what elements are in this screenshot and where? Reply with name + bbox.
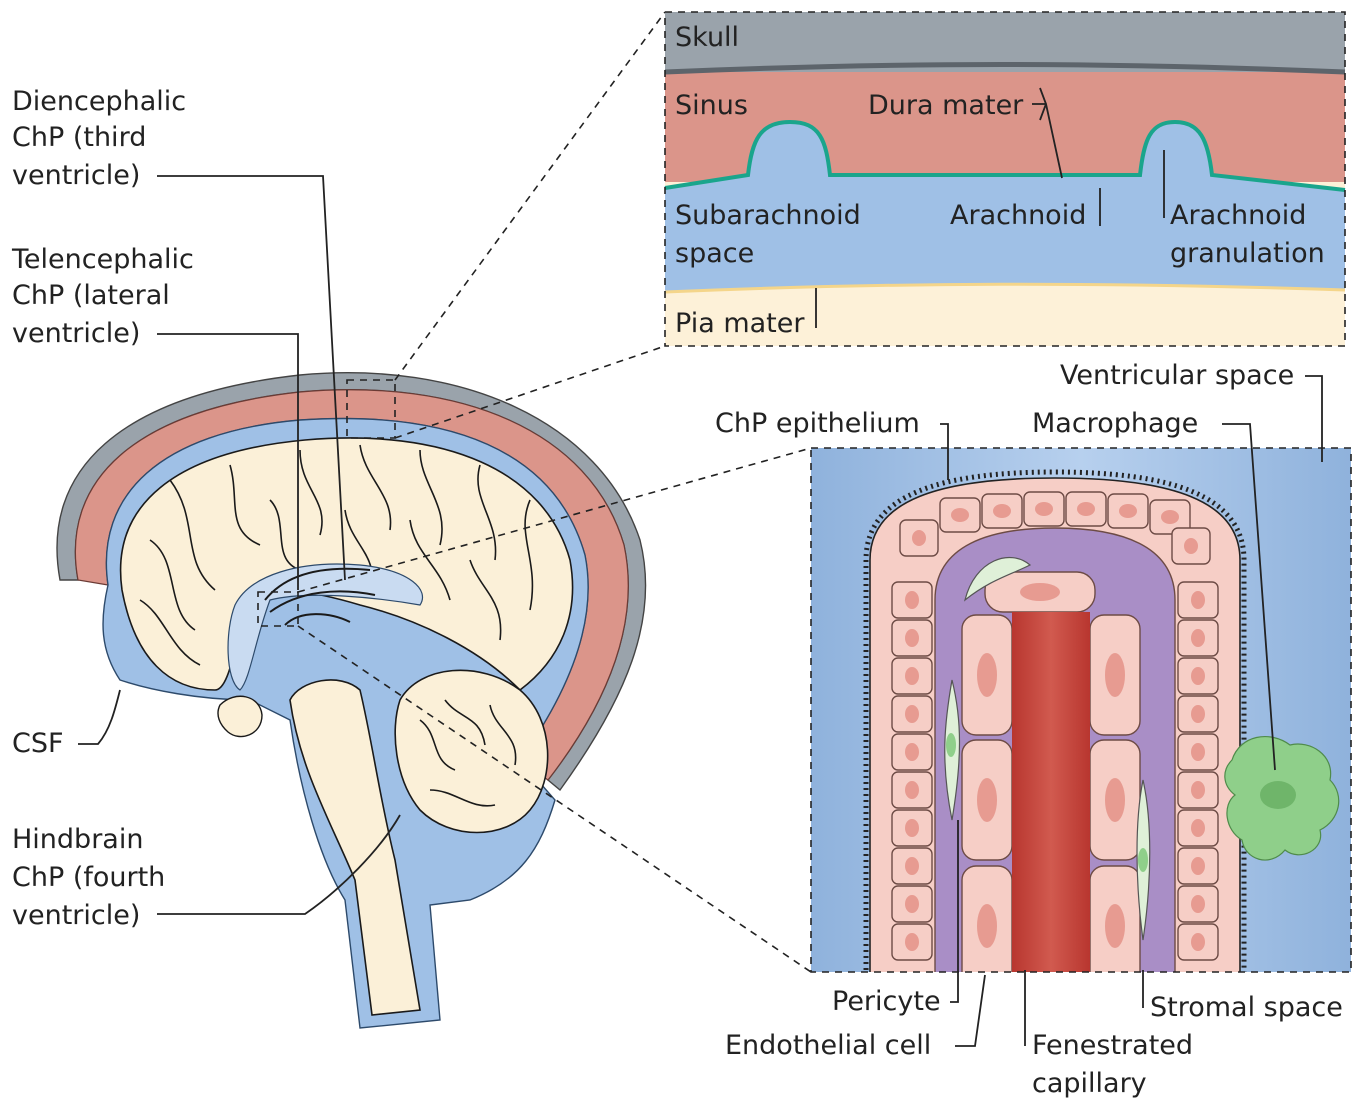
label-hindbrain-2: ChP (fourth: [12, 862, 165, 893]
label-endothelial-cell: Endothelial cell: [725, 1030, 931, 1061]
label-subarachnoid-1: Subarachnoid: [675, 200, 861, 231]
cerebellum: [395, 670, 547, 832]
label-telencephalic-3: ventricle): [12, 318, 140, 349]
label-diencephalic-2: ChP (third: [12, 122, 146, 153]
label-hindbrain-1: Hindbrain: [12, 824, 143, 855]
label-arachnoid-granulation-2: granulation: [1170, 238, 1325, 269]
label-sinus: Sinus: [675, 90, 748, 121]
chp-inset: Ventricular space ChP epithelium Macroph…: [715, 360, 1351, 1099]
label-pericyte: Pericyte: [832, 986, 941, 1017]
meninges-inset: Skull Sinus Dura mater Subarachnoid spac…: [665, 12, 1345, 346]
label-ventricular-space: Ventricular space: [1060, 360, 1294, 391]
label-csf: CSF: [12, 728, 64, 759]
pituitary: [218, 696, 262, 736]
label-telencephalic-2: ChP (lateral: [12, 280, 170, 311]
label-arachnoid: Arachnoid: [950, 200, 1086, 231]
label-pia-mater: Pia mater: [675, 308, 805, 339]
label-fenestrated-capillary-1: Fenestrated: [1032, 1030, 1193, 1061]
label-stromal-space: Stromal space: [1150, 992, 1343, 1023]
capillary-lumen: [1012, 612, 1090, 992]
label-arachnoid-granulation-1: Arachnoid: [1170, 200, 1306, 231]
label-dura-mater: Dura mater: [868, 90, 1024, 121]
label-macrophage: Macrophage: [1032, 408, 1198, 439]
label-diencephalic-3: ventricle): [12, 160, 140, 191]
label-skull: Skull: [675, 22, 739, 53]
label-telencephalic-1: Telencephalic: [11, 244, 194, 275]
label-hindbrain-3: ventricle): [12, 900, 140, 931]
label-diencephalic-1: Diencephalic: [12, 86, 186, 117]
label-subarachnoid-2: space: [675, 238, 754, 269]
label-fenestrated-capillary-2: capillary: [1032, 1068, 1147, 1099]
label-chp-epithelium: ChP epithelium: [715, 408, 920, 439]
brain-sagittal-section: [57, 373, 646, 1028]
